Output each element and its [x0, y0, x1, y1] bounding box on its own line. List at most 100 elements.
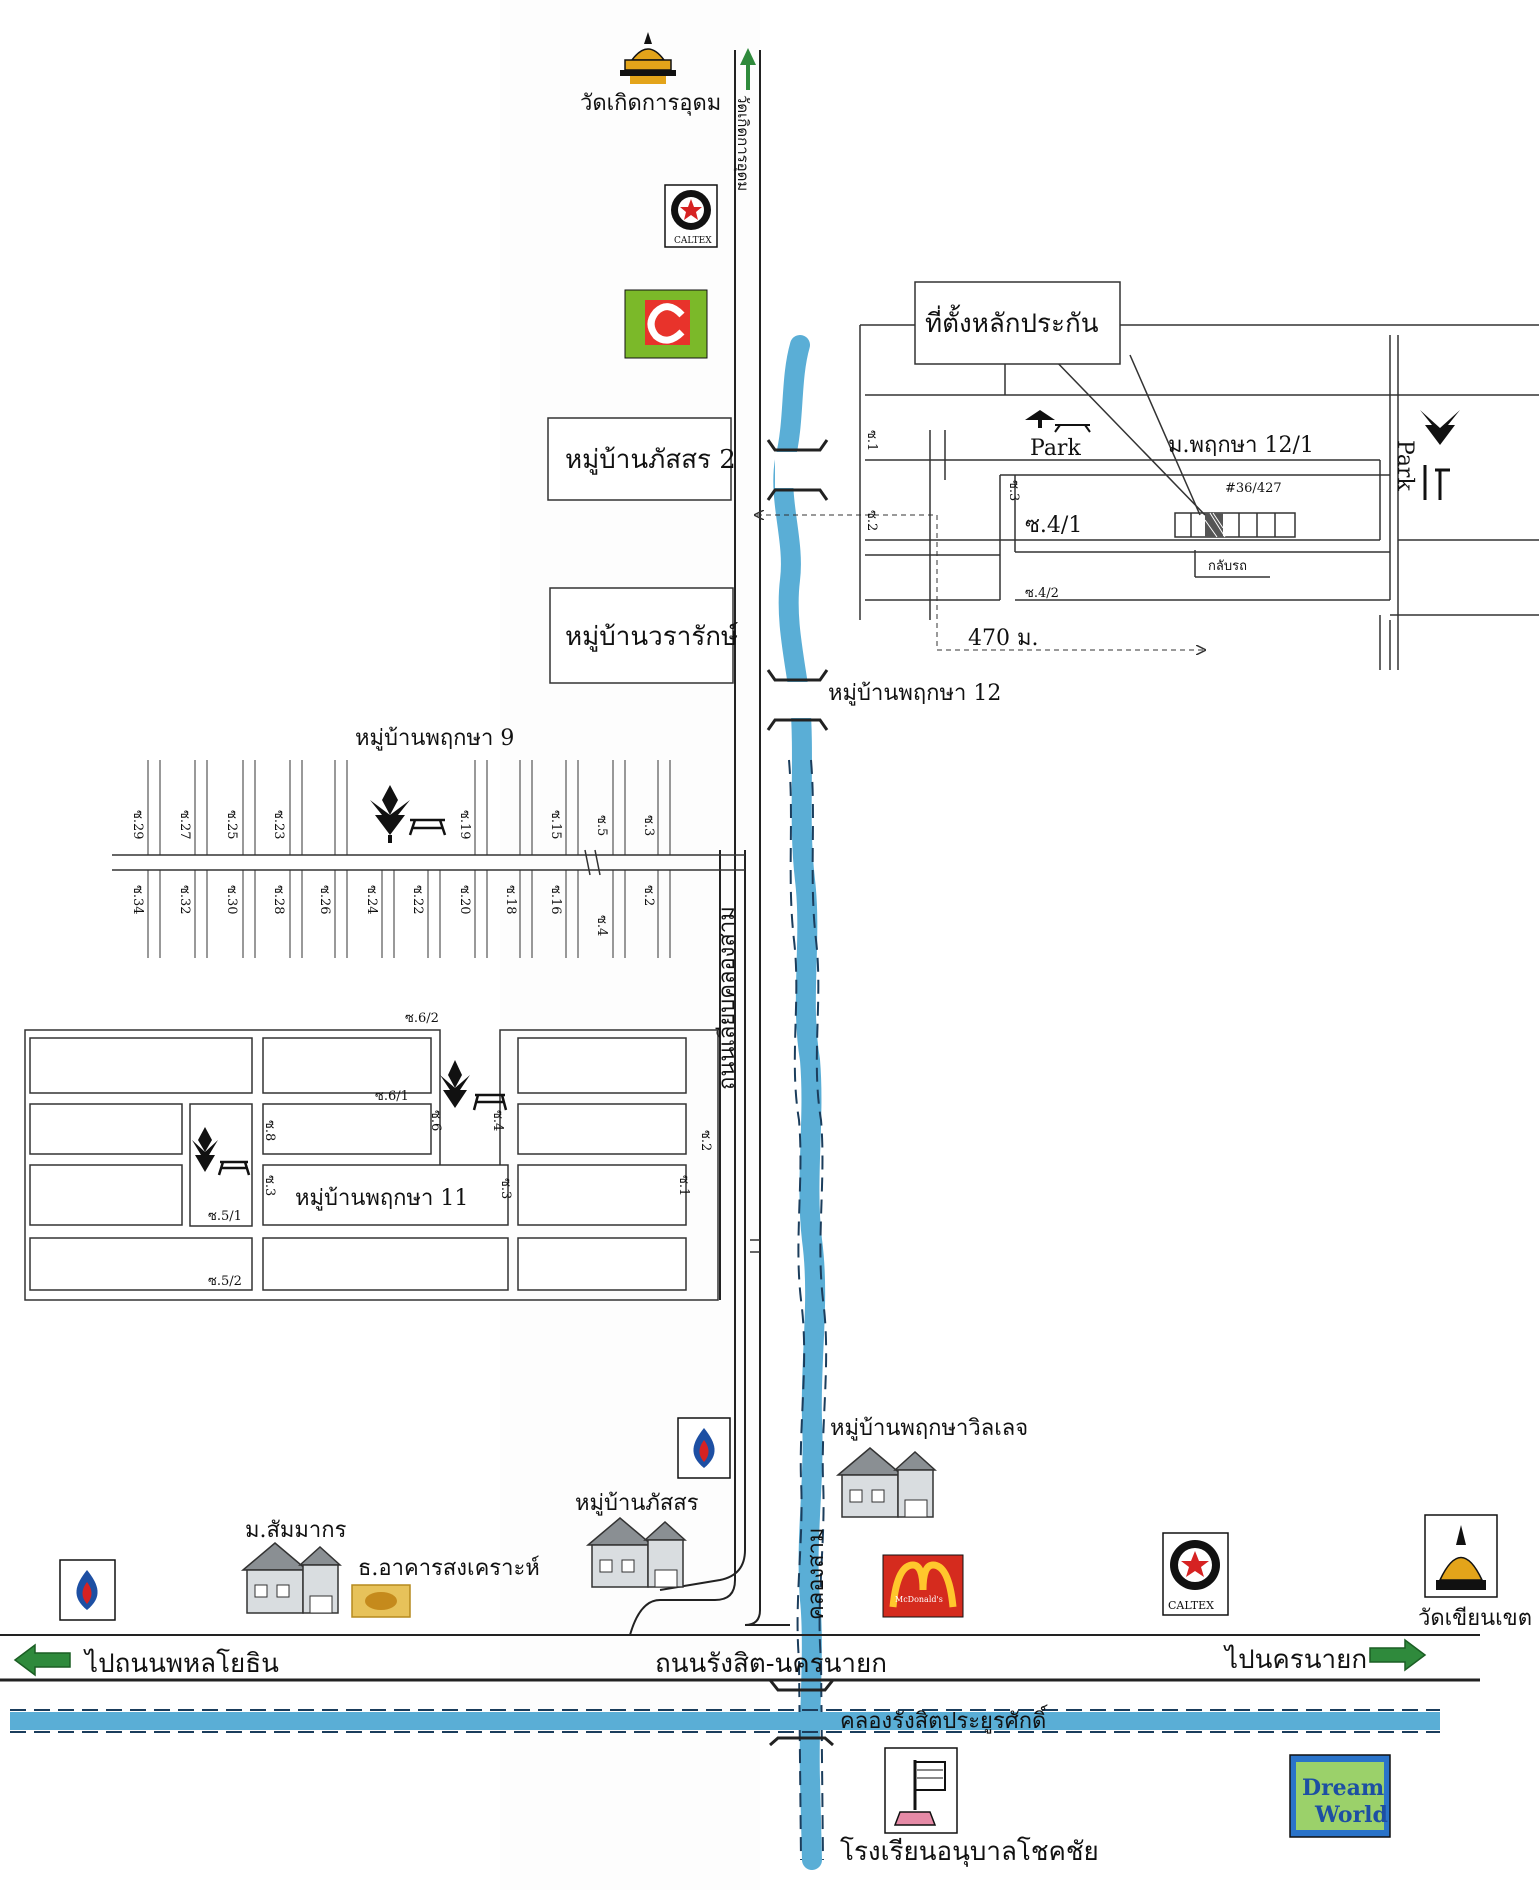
road-label-to-east: ไปนครนายก: [1223, 1644, 1367, 1675]
bridge-2: [766, 669, 829, 731]
svg-text:ซ.6/2: ซ.6/2: [405, 1011, 439, 1026]
svg-text:ซ.25: ซ.25: [224, 810, 239, 840]
school-label: โรงเรียนอนุบาลโชคชัย: [840, 1836, 1099, 1867]
village-sammakorn-label: ม.สัมมากร: [245, 1518, 347, 1543]
svg-text:ซ.16: ซ.16: [548, 885, 563, 915]
distance-label: 470 ม.: [968, 626, 1038, 651]
park-icon-2: [1420, 410, 1460, 500]
village-warawarak-label: หมู่บ้านวรารักษ์: [565, 622, 739, 652]
temple-southeast-icon: [1424, 1514, 1498, 1598]
village-phatsorn2-box: [547, 417, 732, 501]
svg-text:ซ.28: ซ.28: [271, 885, 286, 915]
svg-text:ซ.2: ซ.2: [641, 885, 656, 906]
svg-text:ซ.4: ซ.4: [490, 1110, 505, 1131]
village-pruksa12-label: หมู่บ้านพฤกษา 12: [828, 681, 1001, 706]
village-warawarak-box: [549, 587, 734, 684]
village-pruksa12-1-label: ม.พฤกษา 12/1: [1168, 433, 1314, 458]
svg-text:ซ.30: ซ.30: [224, 885, 239, 915]
mcdonalds-icon: McDonald's: [882, 1554, 964, 1618]
svg-text:ซ.5: ซ.5: [594, 815, 609, 836]
park-icon-4: [440, 1060, 508, 1111]
dreamworld-label-1: Dream: [1302, 1775, 1384, 1801]
temple-north-icon: [620, 32, 676, 84]
caltex-south-icon: CALTEX: [1162, 1532, 1229, 1616]
village-phatsorn2-label: หมู่บ้านภัสสร 2: [565, 445, 736, 475]
soi-4-1-label: ซ.4/1: [1025, 513, 1082, 538]
village-pruksa9-label: หมู่บ้านพฤกษา 9: [355, 726, 514, 751]
village-pruksa11-label: หมู่บ้านพฤกษา 11: [295, 1186, 468, 1211]
ghb-bank-label: ธ.อาคารสงเคราะห์: [358, 1556, 540, 1581]
village-pruksa-village-label: หมู่บ้านพฤกษาวิลเลจ: [830, 1416, 1028, 1441]
dreamworld-label-2: World: [1314, 1802, 1388, 1828]
svg-text:ซ.19: ซ.19: [457, 810, 472, 840]
school-icon: [884, 1747, 958, 1834]
village-phatsorn-label: หมู่บ้านภัสสร: [575, 1491, 699, 1516]
caltex-south-label: CALTEX: [1168, 1599, 1214, 1612]
svg-text:ซ.2: ซ.2: [698, 1130, 713, 1151]
canal-rangsit: [10, 1709, 1440, 1733]
road-north-south: [629, 50, 790, 1636]
village-pruksa9-grid: [112, 760, 745, 958]
house-icon-sammakorn: [240, 1542, 342, 1614]
house-icon-phatsorn: [585, 1517, 687, 1588]
svg-text:ซ.32: ซ.32: [177, 885, 192, 915]
svg-text:ซ.20: ซ.20: [457, 885, 472, 915]
ptt-pump-north-icon: [677, 1417, 731, 1479]
caltex-north-icon: CALTEX: [664, 184, 718, 248]
canal-khlong-sam: [773, 335, 828, 1870]
house-icon-pruksa-village: [835, 1447, 937, 1518]
svg-text:ซ.26: ซ.26: [317, 885, 332, 915]
road-rangsit-nakhonnayok: [0, 1634, 1480, 1682]
svg-text:ซ.23: ซ.23: [271, 810, 286, 840]
village-pruksa11-grid: [24, 1029, 760, 1301]
soi-1-label: ซ.1: [864, 430, 879, 451]
mcdonalds-label: McDonald's: [895, 1595, 943, 1604]
ptt-pump-west-icon: [59, 1559, 116, 1621]
park-icon-5: [192, 1127, 251, 1176]
canal-label-khlong-sam: คลองสาม: [804, 1528, 829, 1620]
bridge-1: [766, 439, 829, 501]
svg-text:ซ.8: ซ.8: [262, 1120, 277, 1141]
temple-southeast-label: วัดเขียนเขต: [1418, 1606, 1532, 1631]
park-label-2: Park: [1392, 440, 1417, 491]
pruksa9-soi-labels: ซ.29 ซ.27 ซ.25 ซ.23 ซ.19 ซ.15 ซ.5 ซ.3 ซ.…: [130, 810, 656, 936]
svg-text:ซ.6: ซ.6: [428, 1110, 443, 1131]
park-icon-3: [370, 785, 447, 843]
road-frontage: [659, 850, 746, 1591]
house-number-label: #36/427: [1225, 481, 1282, 496]
svg-text:ซ.3: ซ.3: [262, 1175, 277, 1196]
temple-north-label: วัดเกิดการอุดม: [580, 91, 721, 116]
road-label-north: วัดเกิดการอุดม: [733, 95, 752, 191]
bigc-icon: [624, 289, 708, 359]
svg-text:ซ.29: ซ.29: [130, 810, 145, 840]
svg-text:ซ.34: ซ.34: [130, 885, 145, 915]
north-arrow: [740, 48, 756, 90]
svg-text:ซ.22: ซ.22: [410, 885, 425, 915]
arrow-west: [13, 1643, 71, 1677]
svg-text:ซ.3: ซ.3: [641, 815, 656, 836]
park-icon-1: [1025, 410, 1091, 433]
svg-text:ซ.6/1: ซ.6/1: [375, 1089, 409, 1104]
svg-text:ซ.15: ซ.15: [548, 810, 563, 840]
svg-text:ซ.1: ซ.1: [676, 1175, 691, 1196]
park-label-1: Park: [1030, 436, 1081, 461]
uturn-label: กลับรถ: [1208, 559, 1247, 574]
soi-3-label: ซ.3: [1006, 480, 1021, 501]
collateral-callout-label: ที่ตั้งหลักประกัน: [925, 304, 1099, 339]
soi-4-2-label: ซ.4/2: [1025, 586, 1059, 601]
ghb-bank-icon: [351, 1584, 411, 1618]
inset-pruksa12-1: [755, 324, 1539, 670]
pruksa11-soi-labels: ซ.6/2 ซ.6/1 ซ.8 ซ.6 ซ.4 ซ.2 ซ.3 ซ.1 ซ.5/…: [208, 1011, 713, 1289]
svg-text:ซ.5/1: ซ.5/1: [208, 1209, 242, 1224]
arrow-east: [1369, 1638, 1427, 1672]
svg-text:ซ.18: ซ.18: [503, 885, 518, 915]
svg-text:ซ.3: ซ.3: [498, 1178, 513, 1199]
svg-text:ซ.5/2: ซ.5/2: [208, 1274, 242, 1289]
svg-text:ซ.4: ซ.4: [594, 915, 609, 936]
collateral-callout-box: [914, 281, 1121, 365]
canal-label-rangsit: คลองรังสิตประยูรศักดิ์: [840, 1705, 1049, 1734]
road-label-to-west: ไปถนนพหลโยธิน: [83, 1648, 279, 1679]
road-label-main: ถนนรังสิต-นครนายก: [655, 1649, 887, 1679]
soi-2-label: ซ.2: [864, 510, 879, 531]
